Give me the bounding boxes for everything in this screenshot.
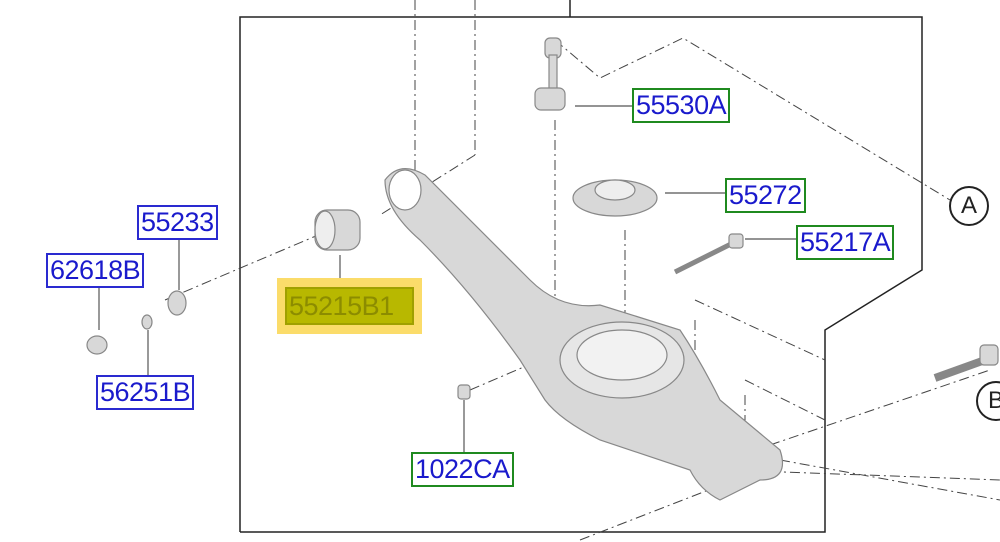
part-label-55215B1[interactable]: 55215B1 — [285, 287, 414, 325]
part-label-55233[interactable]: 55233 — [137, 205, 218, 240]
part-label-55217A[interactable]: 55217A — [796, 225, 895, 260]
part-label-56251B[interactable]: 56251B — [96, 375, 195, 410]
part-label-55530A[interactable]: 55530A — [632, 88, 731, 123]
highlighted-part: 55215B1 — [277, 278, 422, 334]
part-label-1022CA[interactable]: 1022CA — [411, 452, 514, 487]
part-label-62618B[interactable]: 62618B — [46, 253, 145, 288]
part-label-55272[interactable]: 55272 — [725, 178, 806, 213]
nut — [86, 335, 108, 355]
callout-a[interactable]: A — [949, 186, 989, 226]
frame-outline — [239, 16, 923, 533]
